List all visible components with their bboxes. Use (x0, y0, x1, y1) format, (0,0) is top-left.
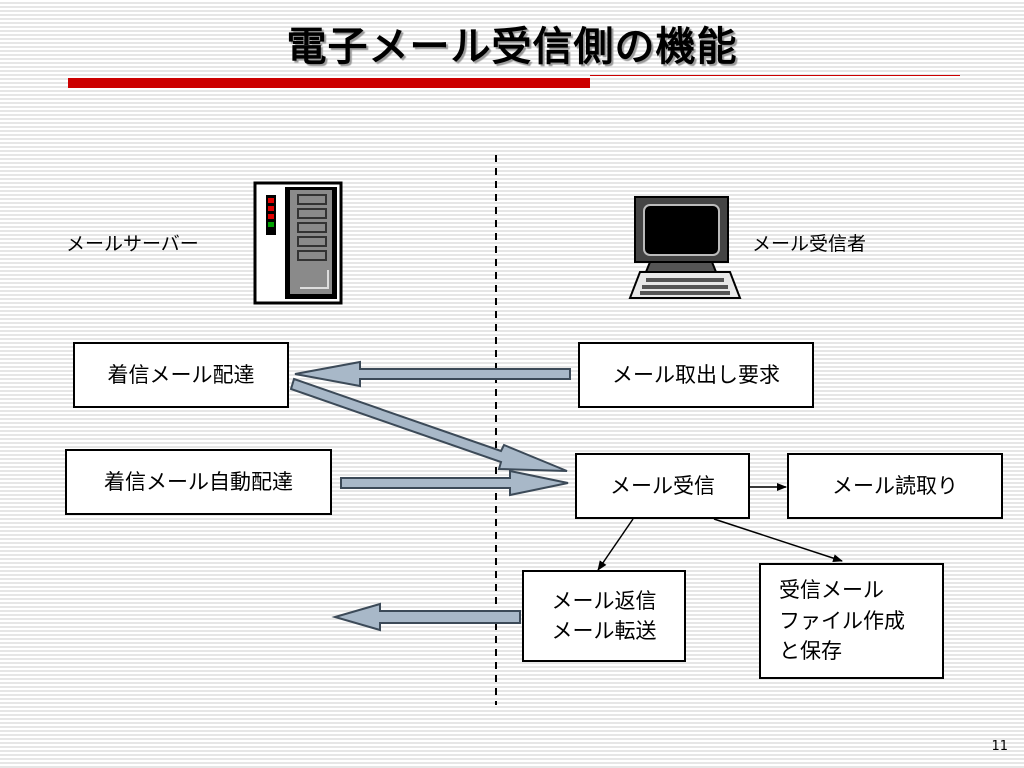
server-label: メールサーバー (66, 233, 199, 255)
reply-forward-box: メール返信 メール転送 (522, 570, 686, 662)
retrieve-request-text: メール取出し要求 (612, 362, 780, 387)
incoming-delivery-box: 着信メール配達 (73, 342, 289, 408)
create-file-box: 受信メール ファイル作成 と保存 (759, 563, 944, 679)
server-icon (253, 181, 343, 305)
create-file-text-1: 受信メール (779, 578, 884, 603)
forward-text: メール転送 (551, 619, 657, 643)
title-underline (68, 78, 590, 88)
create-file-text-2: ファイル作成 (779, 608, 905, 633)
mail-read-box: メール読取り (787, 453, 1003, 519)
arrow-server-to-receive (289, 377, 568, 472)
slide-title: 電子メール受信側の機能 (286, 24, 738, 70)
receiver-label: メール受信者 (752, 233, 867, 255)
arrow-receive-to-file (713, 518, 843, 562)
arrow-receive-to-reply (597, 518, 634, 571)
computer-icon (628, 196, 742, 299)
title-underline-thin (590, 75, 960, 76)
page-number: 11 (991, 739, 1008, 754)
auto-delivery-box: 着信メール自動配達 (65, 449, 332, 515)
mail-receive-text: メール受信 (610, 473, 715, 498)
incoming-delivery-text: 着信メール配達 (107, 362, 255, 387)
reply-text: メール返信 (551, 588, 657, 613)
arrow-auto-delivery-to-receive (340, 469, 569, 497)
mail-receive-box: メール受信 (575, 453, 750, 519)
auto-delivery-text: 着信メール自動配達 (104, 469, 293, 494)
create-file-text-3: と保存 (779, 639, 842, 664)
arrow-request-to-server (294, 360, 571, 388)
arrow-reply-forward-outgoing (331, 602, 521, 632)
retrieve-request-box: メール取出し要求 (578, 342, 814, 408)
mail-read-text: メール読取り (832, 473, 958, 498)
